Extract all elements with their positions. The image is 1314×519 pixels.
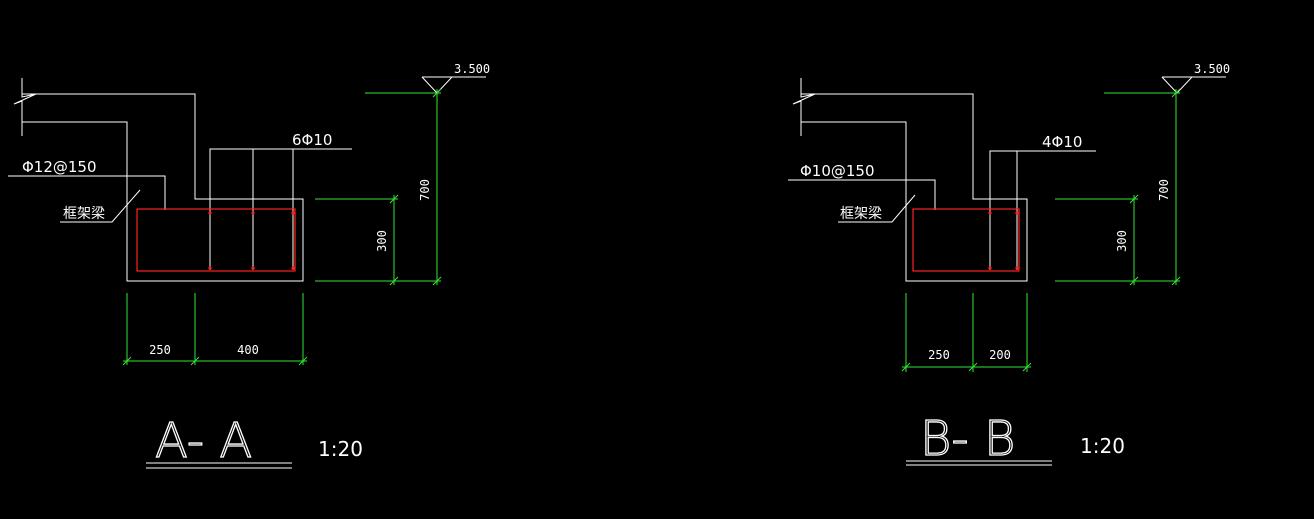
slab-outline-a <box>22 93 304 282</box>
stirrup-b <box>912 208 1020 272</box>
dim-beam-height-b: 300 <box>1115 230 1129 252</box>
stirrup-a <box>136 208 296 272</box>
horizontal-dims-a <box>122 293 308 366</box>
rebar-dot-a2 <box>251 211 255 215</box>
rebar-leader-a <box>209 148 352 270</box>
section-b-drawing: 3.500 700 300 250 200 4Φ10 Φ10@150 框架 <box>788 62 1230 468</box>
break-line-a <box>13 78 37 136</box>
beam-label-b: 框架梁 <box>840 206 882 222</box>
rebar-dot-b2 <box>1015 211 1019 215</box>
elevation-marker-a <box>421 76 486 94</box>
elevation-text-b: 3.500 <box>1194 62 1230 76</box>
stirrup-leader-a <box>8 175 166 210</box>
rebar-dot-a6 <box>291 266 295 270</box>
horizontal-dims-b <box>901 293 1032 372</box>
rebar-dot-b4 <box>1015 266 1019 270</box>
dim-right-width-b: 200 <box>989 348 1011 362</box>
section-a-drawing: 3.500 700 300 250 400 6Φ10 <box>8 62 490 470</box>
section-title-b: B- B <box>920 411 1015 467</box>
beam-label-leader-b <box>838 194 916 223</box>
dim-beam-height-a: 300 <box>375 230 389 252</box>
rebar-top-label-b: 4Φ10 <box>1042 133 1082 151</box>
vertical-dims-a <box>315 88 442 286</box>
elevation-text-a: 3.500 <box>454 62 490 76</box>
dim-total-height-b: 700 <box>1157 179 1171 201</box>
rebar-dot-a1 <box>208 211 212 215</box>
stirrup-label-b: Φ10@150 <box>800 162 875 180</box>
break-line-b <box>792 78 816 136</box>
beam-label-leader-a <box>60 189 141 223</box>
elevation-marker-b <box>1161 76 1226 94</box>
scale-label-a: 1:20 <box>318 437 363 461</box>
vertical-dims-b <box>1055 88 1181 286</box>
rebar-dot-b3 <box>988 266 992 270</box>
dim-left-width-a: 250 <box>149 343 171 357</box>
slab-outline-b <box>801 93 1028 282</box>
beam-label-a: 框架梁 <box>63 206 105 222</box>
dim-left-width-b: 250 <box>928 348 950 362</box>
rebar-top-label-a: 6Φ10 <box>292 131 332 149</box>
section-title-a: A- A <box>155 413 252 469</box>
rebar-dot-b1 <box>988 211 992 215</box>
rebar-dot-a3 <box>291 211 295 215</box>
rebar-dot-a4 <box>208 266 212 270</box>
scale-label-b: 1:20 <box>1080 434 1125 458</box>
stirrup-leader-b <box>788 179 936 210</box>
stirrup-label-a: Φ12@150 <box>22 158 97 176</box>
rebar-dot-a5 <box>251 266 255 270</box>
dim-total-height-a: 700 <box>418 179 432 201</box>
rebar-leader-b <box>989 150 1096 270</box>
dim-right-width-a: 400 <box>237 343 259 357</box>
